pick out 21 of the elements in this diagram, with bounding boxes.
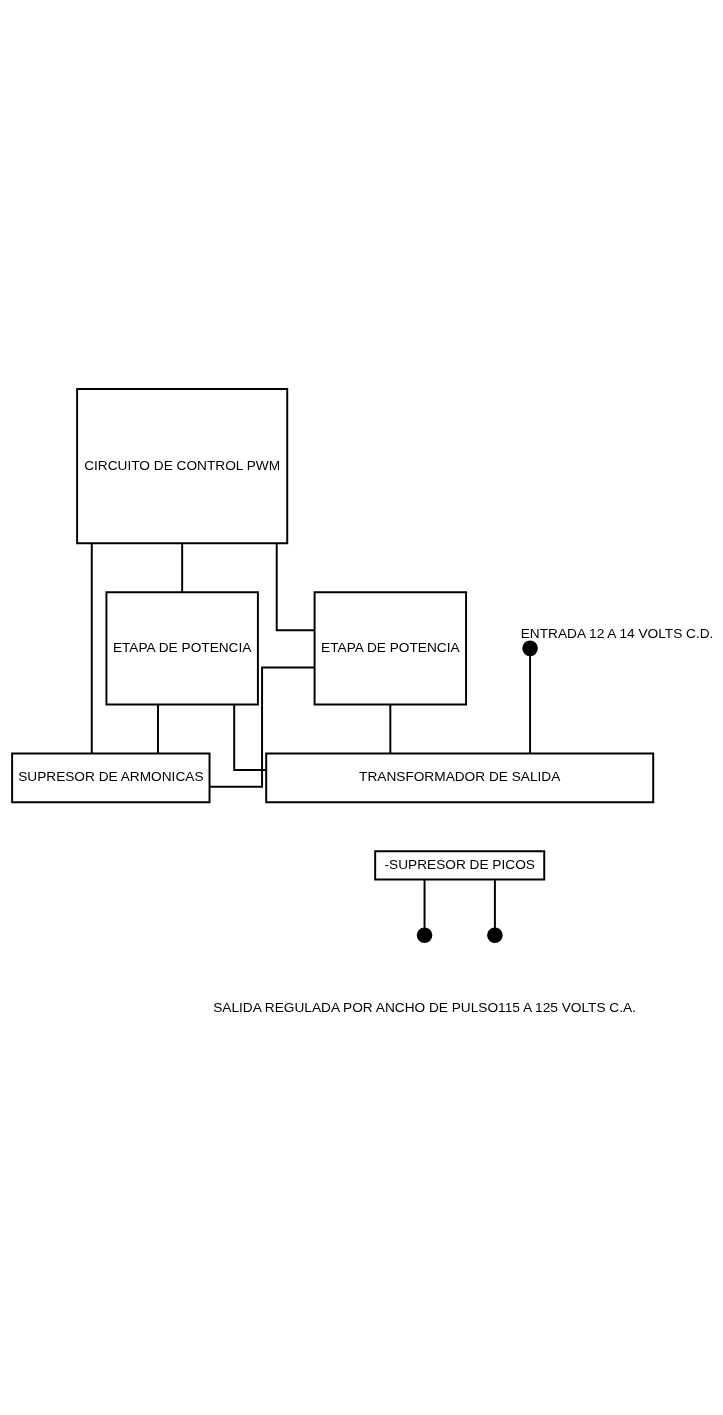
connector [90,542,93,755]
node-box: ETAPA DE POTENCIA [313,591,468,706]
connector [233,703,267,772]
node-box: -SUPRESOR DE PICOS [374,850,546,881]
node-circle [416,927,433,944]
node-circle [522,640,538,657]
node-circle [487,927,503,944]
node-box: TRANSFORMADOR DE SALIDA [265,752,655,804]
node-box: SUPRESOR DE ARMONICAS [11,752,211,804]
connector [389,703,392,755]
node-label: ENTRADA 12 A 14 VOLTS C.D. [520,625,714,641]
connector [493,878,496,929]
connector [423,878,426,929]
connector [181,542,184,593]
label: SALIDA REGULADA POR ANCHO DE PULSO115 A 125 VOLTS C.A. [213,1000,636,1016]
connector [157,703,159,755]
connector [208,666,316,788]
node-box: CIRCUITO DE CONTROL PWM [76,387,289,545]
connector [275,542,316,632]
node-box: ETAPA DE POTENCIA [105,591,259,706]
connector [529,654,532,755]
